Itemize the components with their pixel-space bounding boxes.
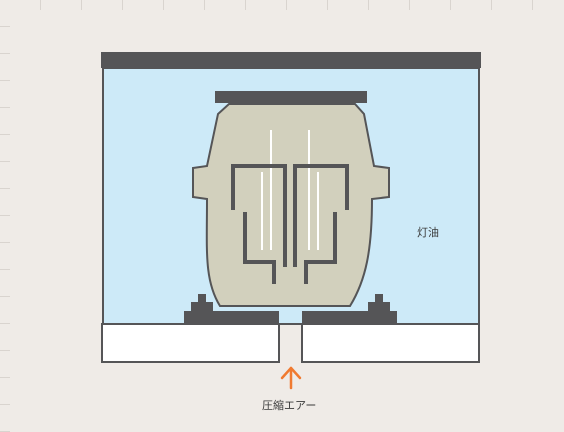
base-plate-left [101, 323, 280, 363]
pump-body [192, 103, 390, 307]
compressed-air-label: 圧縮エアー [262, 399, 317, 412]
arrow-up-icon [280, 366, 302, 390]
inner-piping [231, 164, 349, 284]
pump-foot-left [184, 294, 279, 324]
pump-foot-right [302, 294, 397, 324]
grid-lines-top [0, 0, 564, 10]
pump-flange [215, 91, 367, 103]
kerosene-label: 灯油 [417, 226, 439, 239]
tank-lid [101, 52, 481, 68]
base-plate-right [301, 323, 480, 363]
grid-lines-left [0, 0, 10, 432]
